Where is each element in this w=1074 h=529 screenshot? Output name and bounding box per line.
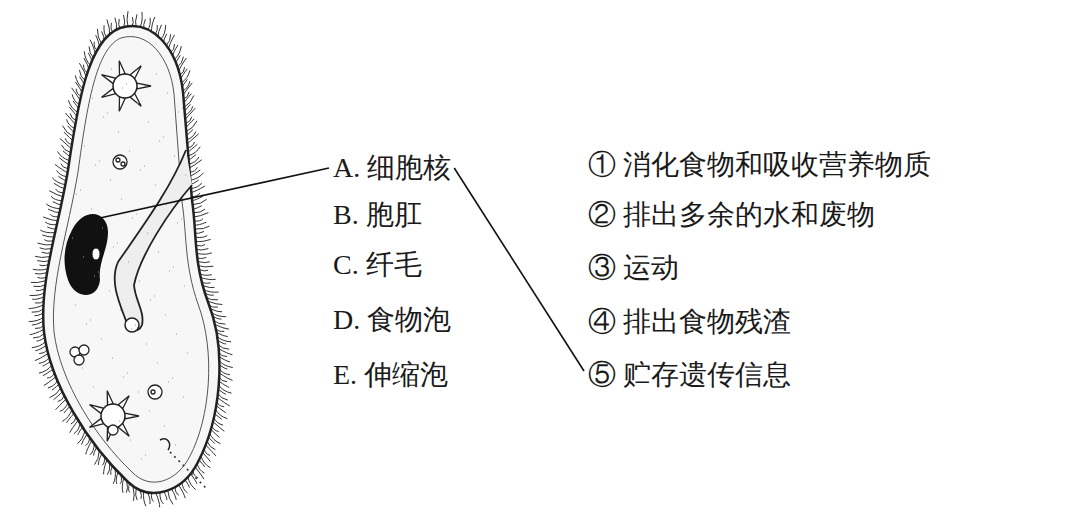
pellicle (53, 37, 208, 483)
part-label: C. 纤毛 (333, 248, 422, 282)
part-label: D. 食物泡 (333, 303, 451, 337)
function-label: ① 消化食物和吸收营养物质 (588, 148, 931, 182)
function-label: ③ 运动 (588, 251, 679, 285)
matching-line (454, 168, 584, 371)
food-vacuoles (70, 155, 162, 435)
oral-groove (115, 150, 192, 330)
function-label: ② 排出多余的水和废物 (588, 198, 875, 232)
contractile-vacuole (90, 391, 139, 442)
cell-outline (43, 26, 219, 493)
expelled-residue (170, 452, 206, 488)
part-label: A. 细胞核 (333, 151, 451, 185)
forming-food-vacuole (125, 318, 139, 332)
cytoplasm-dots (71, 69, 188, 459)
contractile-vacuole (102, 61, 151, 112)
macronucleus (65, 214, 108, 295)
micronucleus (92, 248, 100, 260)
function-label: ④ 排出食物残渣 (588, 305, 791, 339)
part-label: B. 胞肛 (333, 198, 422, 232)
part-label: E. 伸缩泡 (333, 358, 448, 392)
leader-line (100, 168, 329, 218)
anal-pore (160, 439, 170, 450)
function-label: ⑤ 贮存遗传信息 (588, 358, 791, 392)
